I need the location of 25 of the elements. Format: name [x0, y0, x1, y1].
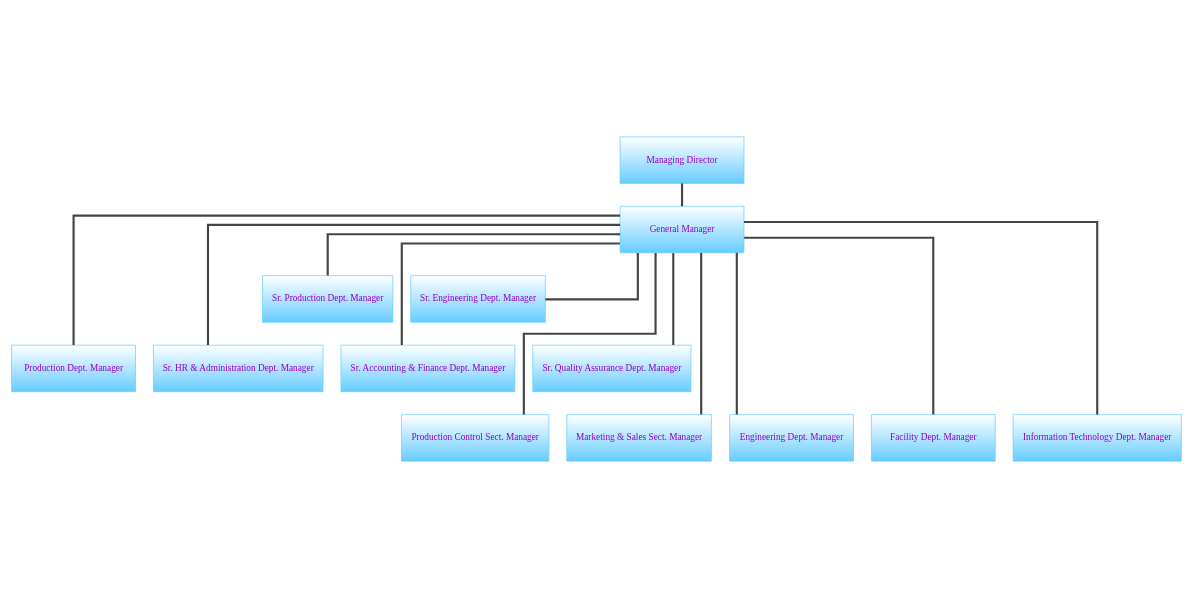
node-box: Sr. Engineering Dept. Manager: [410, 274, 546, 323]
node-box: Sr. HR & Administration Dept. Manager: [153, 344, 324, 392]
connector: [400, 241, 620, 345]
connector: [744, 220, 1099, 415]
connector: [744, 236, 935, 415]
connector: [672, 252, 675, 345]
connector: [700, 252, 703, 414]
connector: [326, 232, 621, 276]
connector: [680, 182, 684, 206]
node-box: Sr. Quality Assurance Dept. Manager: [532, 344, 692, 392]
node-box: Sr. Production Dept. Manager: [262, 274, 394, 323]
node-box: Managing Director: [619, 136, 745, 184]
node-box: Sr. Accounting & Finance Dept. Manager: [340, 344, 516, 392]
node-box: Production Control Sect. Manager: [401, 413, 550, 461]
connector: [522, 252, 657, 414]
node-box: General Manager: [619, 205, 745, 253]
node-box: Information Technology Dept. Manager: [1012, 413, 1182, 461]
node-box: Engineering Dept. Manager: [729, 413, 854, 461]
connector: [72, 214, 621, 345]
connector: [735, 252, 738, 414]
node-box: Marketing & Sales Sect. Manager: [566, 413, 712, 461]
connector: [545, 252, 639, 300]
connector: [206, 223, 621, 345]
node-box: Facility Dept. Manager: [871, 413, 996, 461]
node-box: Production Dept. Manager: [11, 344, 136, 392]
